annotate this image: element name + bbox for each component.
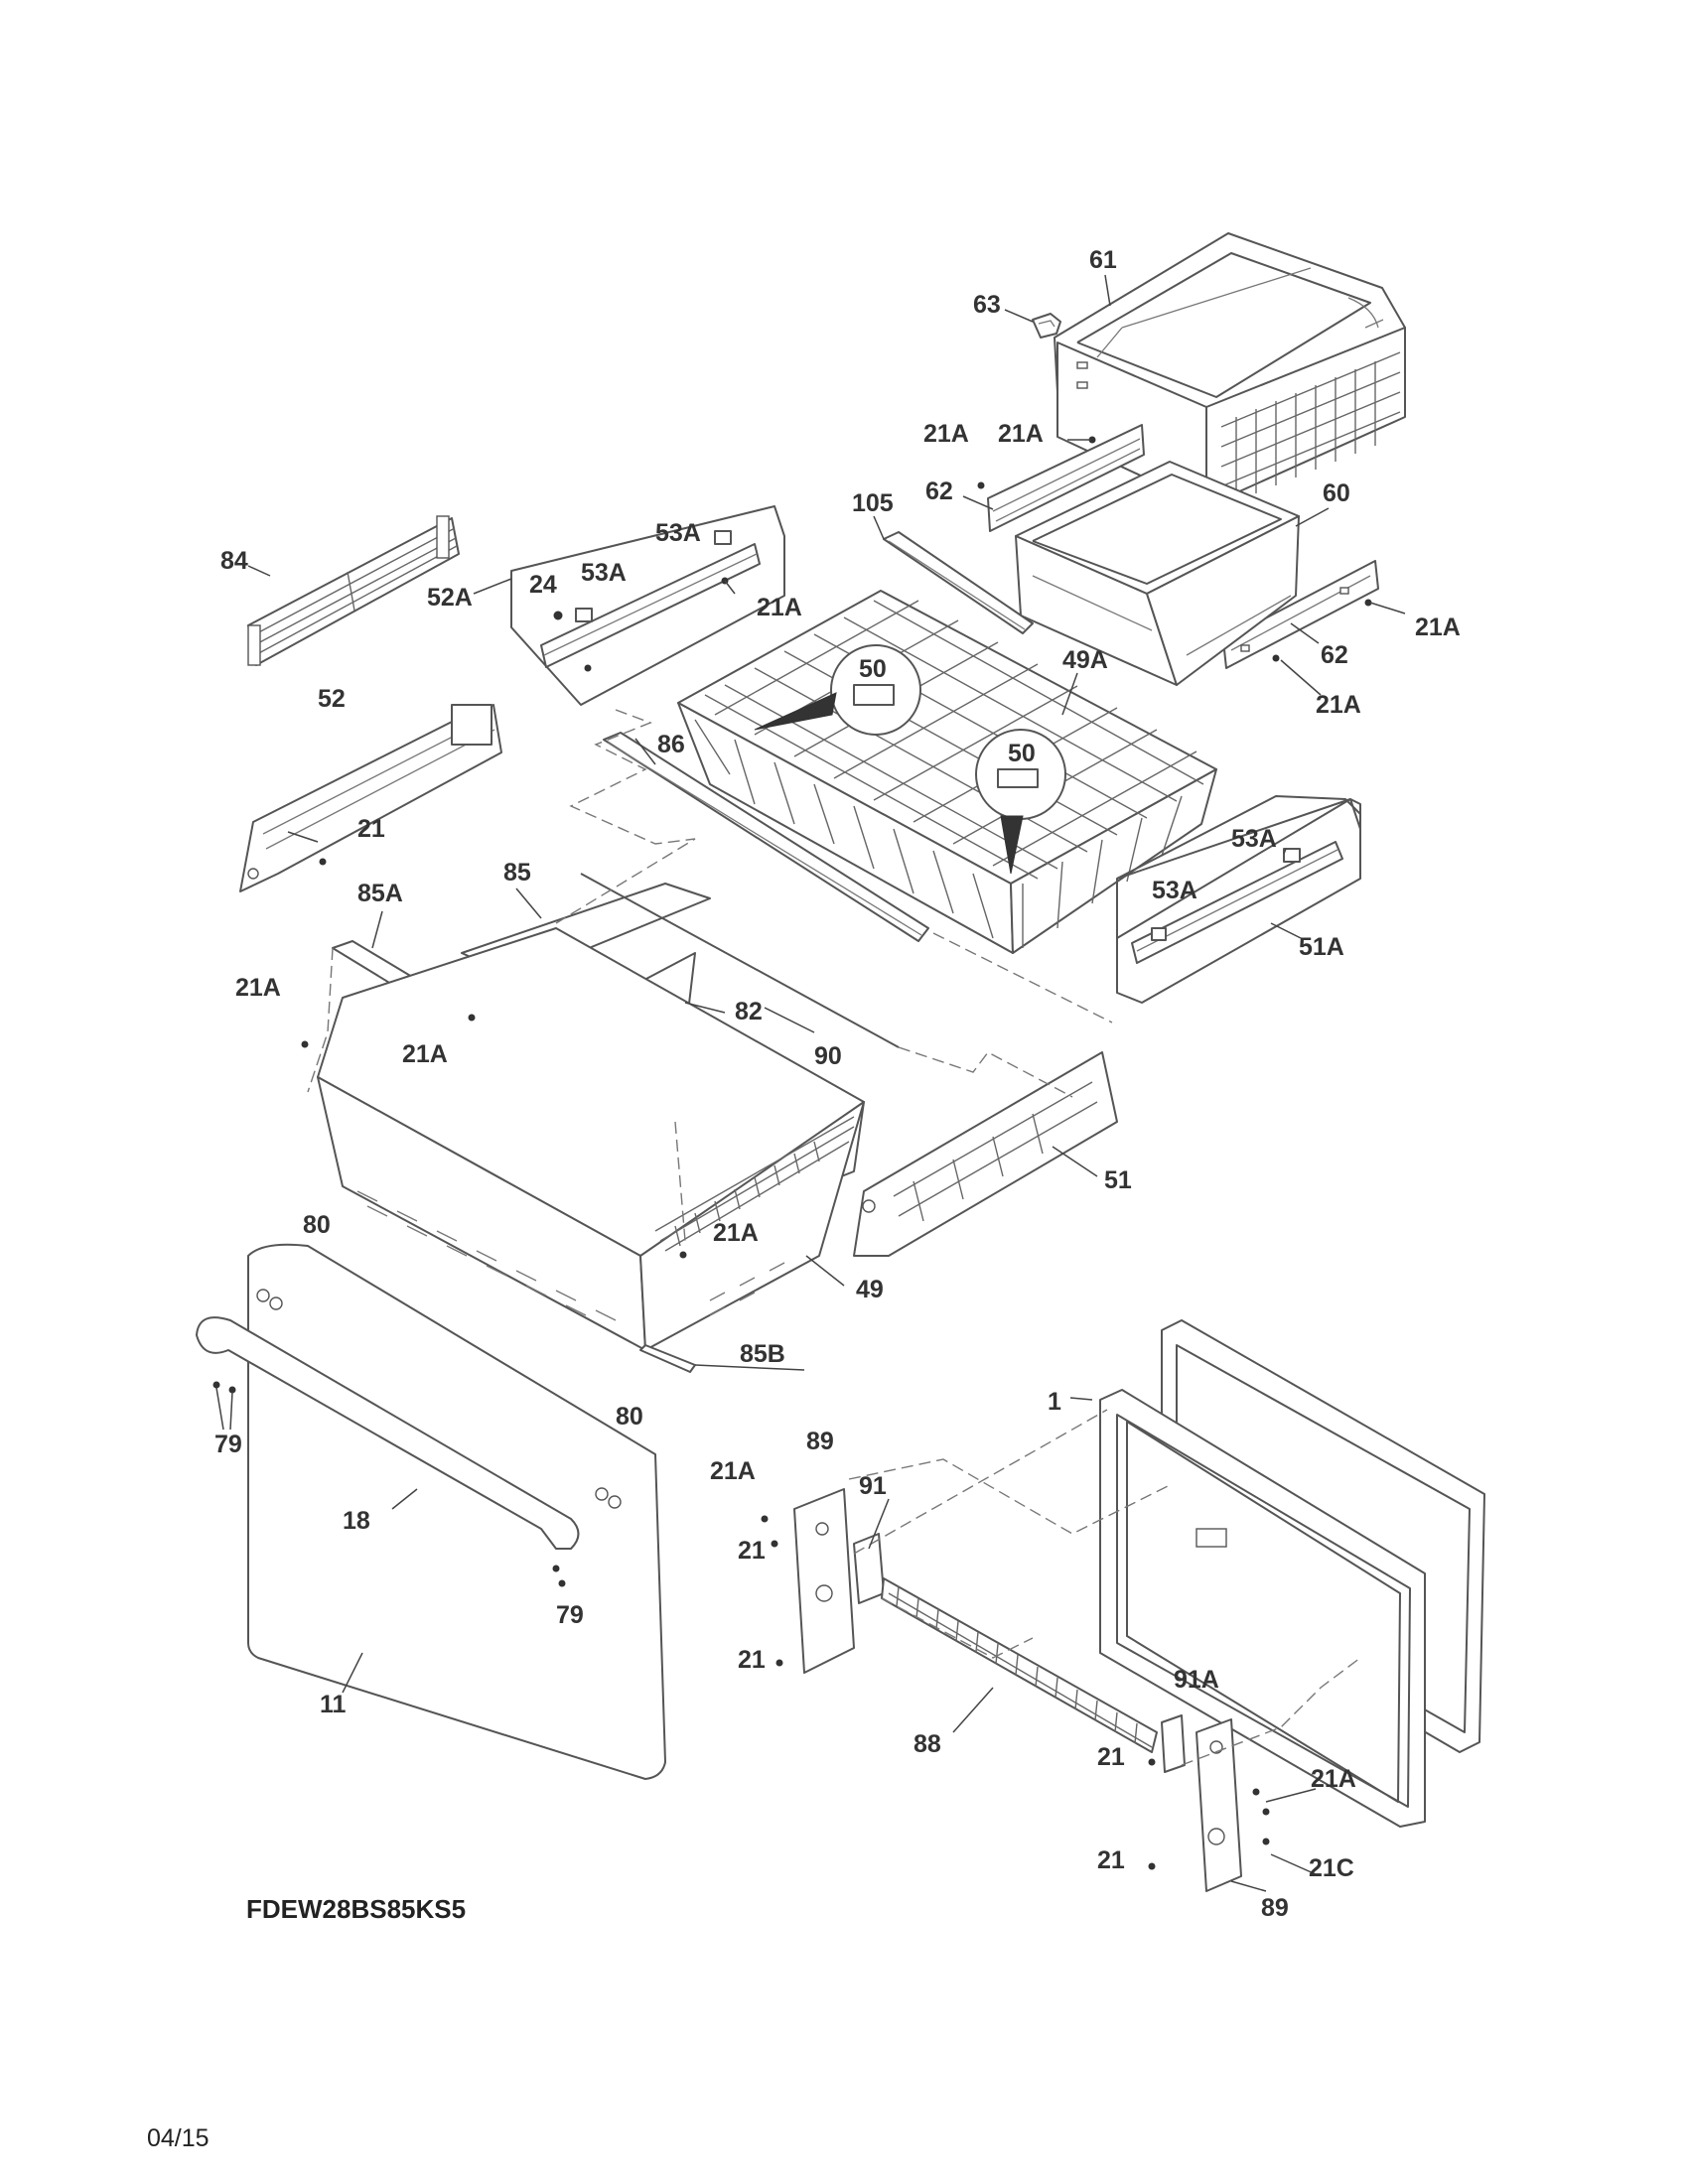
callout-21: 21 <box>738 1537 766 1565</box>
callout-53A: 53A <box>655 519 701 547</box>
callout-1: 1 <box>1048 1388 1061 1416</box>
callout-84: 84 <box>220 547 248 575</box>
callout-105: 105 <box>852 489 894 517</box>
callout-85B: 85B <box>740 1340 785 1368</box>
part-18-handle <box>196 1289 622 1550</box>
callout-62: 62 <box>925 478 953 505</box>
callout-79: 79 <box>214 1431 242 1458</box>
part-51-slide-rail <box>853 1051 1118 1257</box>
part-63-clip <box>1032 313 1061 339</box>
callout-52A: 52A <box>427 584 473 612</box>
callout-21A: 21A <box>1415 614 1461 641</box>
part-49-bottom-drawer <box>317 927 865 1351</box>
callout-90: 90 <box>814 1042 842 1070</box>
callout-53A: 53A <box>1231 825 1277 853</box>
callout-21A: 21A <box>998 420 1044 448</box>
callout-21A: 21A <box>1316 691 1361 719</box>
callout-80: 80 <box>303 1211 331 1239</box>
callout-62: 62 <box>1321 641 1348 669</box>
part-51A-inset <box>1116 795 1361 1004</box>
callout-21: 21 <box>1097 1846 1125 1874</box>
callout-86: 86 <box>657 731 685 758</box>
part-91-block <box>853 1533 885 1604</box>
callout-51A: 51A <box>1299 933 1344 961</box>
callout-11: 11 <box>320 1691 347 1718</box>
callout-24: 24 <box>529 571 557 599</box>
part-62-rail-left <box>987 424 1145 532</box>
callout-21A: 21A <box>757 594 802 621</box>
callout-labels: 61 63 21A 21A 62 60 105 21A 62 21A 84 53… <box>214 246 1461 1922</box>
part-50-clip-b <box>975 729 1066 875</box>
callout-85A: 85A <box>357 880 403 907</box>
callout-21A: 21A <box>1311 1765 1356 1793</box>
part-11-door-panel <box>247 1243 666 1780</box>
callout-51: 51 <box>1104 1166 1132 1194</box>
part-89-bracket-right <box>1196 1718 1242 1892</box>
callout-89: 89 <box>1261 1894 1289 1922</box>
part-60-small-drawer <box>1015 461 1300 686</box>
callout-21A: 21A <box>235 974 281 1002</box>
callout-21: 21 <box>1097 1743 1125 1771</box>
callout-21C: 21C <box>1309 1854 1354 1882</box>
callout-49A: 49A <box>1062 646 1108 674</box>
part-62-rail-right <box>1222 560 1379 669</box>
part-49A-wire-basket <box>677 590 1217 954</box>
callout-79: 79 <box>556 1601 584 1629</box>
callout-61: 61 <box>1089 246 1117 274</box>
part-52A-inset <box>510 505 785 706</box>
callout-21: 21 <box>357 815 385 843</box>
callout-53A: 53A <box>1152 877 1197 904</box>
date-code: 04/15 <box>147 2124 210 2152</box>
part-1-gasket-liner <box>1099 1319 1485 1828</box>
part-90-rod <box>580 873 900 1048</box>
callout-21A: 21A <box>402 1040 448 1068</box>
part-88-shelf-rail <box>881 1577 1158 1753</box>
callout-21A: 21A <box>713 1219 759 1247</box>
callout-85: 85 <box>503 859 531 887</box>
callout-21A: 21A <box>710 1457 756 1485</box>
callout-50: 50 <box>859 655 887 683</box>
part-91A-block <box>1161 1714 1186 1773</box>
part-84-rack <box>247 515 460 666</box>
callout-53A: 53A <box>581 559 627 587</box>
part-105-trim <box>883 531 1034 634</box>
part-50-clip-a <box>754 644 921 736</box>
callout-52: 52 <box>318 685 346 713</box>
part-85B-trim <box>639 1344 696 1373</box>
callout-60: 60 <box>1323 479 1350 507</box>
callout-88: 88 <box>914 1730 941 1758</box>
callout-91: 91 <box>859 1472 887 1500</box>
callout-82: 82 <box>735 998 763 1025</box>
part-86-front-bar <box>603 732 929 942</box>
leader-lines <box>215 274 1406 1892</box>
callout-80: 80 <box>616 1403 643 1431</box>
callout-89: 89 <box>806 1428 834 1455</box>
part-52-slide-rail <box>239 704 502 892</box>
model-number: FDEW28BS85KS5 <box>246 1894 466 1924</box>
callout-63: 63 <box>973 291 1001 319</box>
callout-49: 49 <box>856 1276 884 1303</box>
callout-91A: 91A <box>1174 1666 1219 1694</box>
assembly-lines <box>307 709 1361 1766</box>
callout-18: 18 <box>343 1507 370 1535</box>
part-89-bracket-left <box>793 1488 855 1674</box>
callout-21: 21 <box>738 1646 766 1674</box>
callout-50: 50 <box>1008 740 1036 767</box>
callout-21A: 21A <box>923 420 969 448</box>
